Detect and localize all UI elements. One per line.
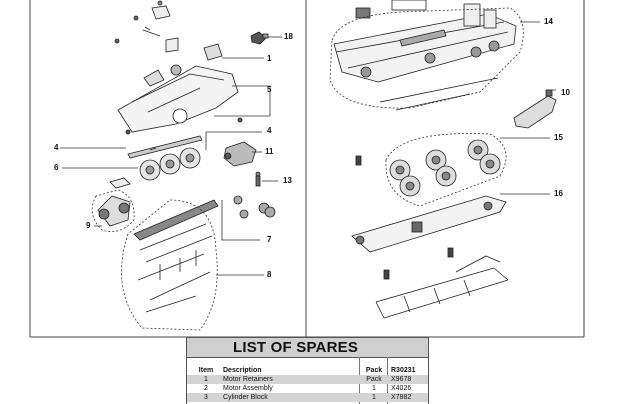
part-screws-frame <box>383 247 454 280</box>
part-6-driving-wheels <box>139 147 201 181</box>
callout-10: 10 <box>561 88 570 97</box>
part-7-carrying-wheels <box>233 195 276 219</box>
part-1-motor-retainer <box>165 37 223 61</box>
part-16-bottom-frame <box>351 195 507 253</box>
callout-8: 8 <box>267 270 272 279</box>
callout-16: 16 <box>554 189 563 198</box>
row-description: Cylinder Block <box>223 394 268 401</box>
callout-7: 7 <box>267 235 272 244</box>
dashed-outline-9 <box>91 189 135 233</box>
part-9-pony-truck <box>97 177 131 227</box>
row-code: X7882 <box>391 394 412 401</box>
row-item: 1 <box>204 376 208 383</box>
row-code: X9678 <box>391 376 412 383</box>
spares-header-row: Item Description Pack R30231 <box>187 366 428 375</box>
callout-13: 13 <box>283 176 292 185</box>
dashed-outline-8 <box>121 199 218 331</box>
callout-9: 9 <box>86 221 91 230</box>
callout-11: 11 <box>265 147 274 156</box>
part-brake-rig <box>375 255 509 319</box>
header-item: Item <box>198 367 214 374</box>
row-pack: Pack <box>366 376 382 383</box>
row-code: X4026 <box>391 385 412 392</box>
part-top-clip <box>151 0 171 20</box>
header-code: R30231 <box>391 367 416 374</box>
row-description: Motor Retainers <box>223 376 273 383</box>
table-row: 3 Cylinder Block 1 X7882 <box>187 393 428 402</box>
row-description: Motor Assembly <box>223 385 273 392</box>
row-item: 3 <box>204 394 208 401</box>
dashed-outline-14 <box>329 7 524 109</box>
part-14-main-chassis <box>333 3 517 83</box>
dashed-outline-15 <box>385 133 507 207</box>
callout-15: 15 <box>554 133 563 142</box>
part-10-bracket <box>513 89 557 129</box>
part-block-screws <box>125 117 243 135</box>
callout-14: 14 <box>544 17 553 26</box>
row-pack: 1 <box>372 385 376 392</box>
part-screw-left <box>355 155 362 166</box>
part-top-right-block <box>355 0 427 19</box>
header-description: Description <box>223 367 262 374</box>
callout-5: 5 <box>267 85 272 94</box>
part-13-pin <box>255 171 261 187</box>
header-pack: Pack <box>365 367 383 374</box>
spares-list: LIST OF SPARES Item Description Pack R30… <box>186 337 429 404</box>
callout-18: 18 <box>284 32 293 41</box>
part-small-screws <box>114 15 161 44</box>
table-row: 1 Motor Retainers Pack X9678 <box>187 375 428 384</box>
callout-1: 1 <box>267 54 272 63</box>
exploded-parts-diagram <box>29 0 585 338</box>
part-4-coupling-rods <box>127 135 203 159</box>
part-18-bracket <box>250 31 269 45</box>
part-5-chassis-block <box>117 64 239 133</box>
spares-title: LIST OF SPARES <box>187 338 428 358</box>
part-14-rods <box>379 77 499 111</box>
callout-4-top: 4 <box>267 126 272 135</box>
row-item: 2 <box>204 385 208 392</box>
part-15-wheelsets <box>389 139 501 197</box>
row-pack: 1 <box>372 394 376 401</box>
callout-6: 6 <box>54 163 59 172</box>
part-11-motor-assembly <box>223 141 257 167</box>
part-8-frame-brakegear <box>133 199 219 313</box>
callout-4-left: 4 <box>54 143 59 152</box>
table-row: 2 Motor Assembly 1 X4026 <box>187 384 428 393</box>
